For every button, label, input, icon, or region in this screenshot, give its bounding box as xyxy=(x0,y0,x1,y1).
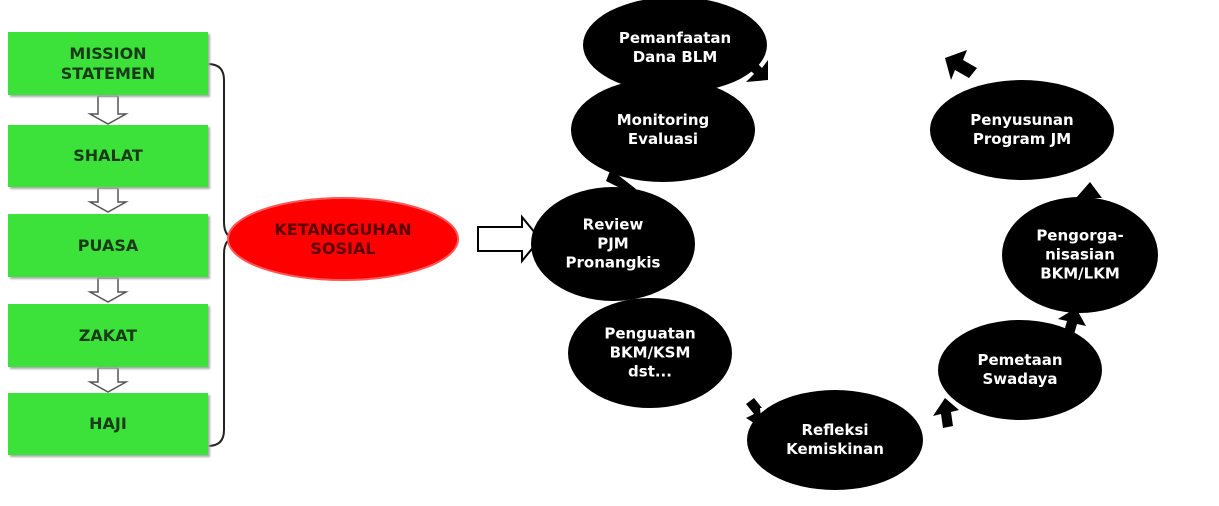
label-review: Review PJM Pronangkis xyxy=(565,215,661,272)
node-penguatan xyxy=(568,298,732,408)
bracket xyxy=(207,63,237,447)
right-arrow-icon xyxy=(477,214,542,264)
arrow-icon xyxy=(746,398,762,428)
down-arrow-icon xyxy=(87,367,129,393)
arrow-icon xyxy=(1058,308,1086,338)
down-arrow-icon xyxy=(87,277,129,303)
node-pemanfaatan xyxy=(583,0,767,93)
down-arrow-icon xyxy=(87,187,129,213)
arrow-icon xyxy=(1076,182,1102,212)
step-shalat: SHALAT xyxy=(8,125,208,187)
node-pengorganisasian xyxy=(1002,197,1158,313)
label-pengorganisasian: Pengorga- nisasian BKM/LKM xyxy=(1036,226,1124,283)
cycle-arrows xyxy=(606,50,1102,428)
arrow-icon xyxy=(746,60,768,82)
label-refleksi: Refleksi Kemiskinan xyxy=(786,421,884,458)
arrow-icon xyxy=(945,50,977,80)
arrow-icon xyxy=(933,398,959,428)
down-arrows xyxy=(87,95,129,393)
label-monitoring: Monitoring Evaluasi xyxy=(616,111,710,148)
node-monitoring xyxy=(571,78,755,182)
step-puasa: PUASA xyxy=(8,214,208,277)
down-arrow-icon xyxy=(87,95,129,125)
arrow-icon xyxy=(611,305,635,327)
label-pemanfaatan: Pemanfaatan Dana BLM xyxy=(618,29,732,66)
node-pemetaan xyxy=(938,320,1102,420)
label-pemetaan: Pemetaan Swadaya xyxy=(977,351,1063,388)
node-refleksi xyxy=(747,390,923,490)
label-penguatan: Penguatan BKM/KSM dst... xyxy=(604,324,696,381)
node-review xyxy=(531,187,695,301)
step-zakat: ZAKAT xyxy=(8,304,208,367)
node-penyusunan xyxy=(930,80,1114,180)
step-haji: HAJI xyxy=(8,393,208,455)
arrow-icon xyxy=(606,171,636,195)
center-label: KETANGGUHAN SOSIAL xyxy=(274,220,412,258)
step-mission-statement: MISSION STATEMEN xyxy=(8,32,208,95)
ketangguhan-ellipse xyxy=(227,197,459,281)
label-penyusunan: Penyusunan Program JM xyxy=(970,111,1074,148)
cycle-nodes xyxy=(531,0,1158,490)
